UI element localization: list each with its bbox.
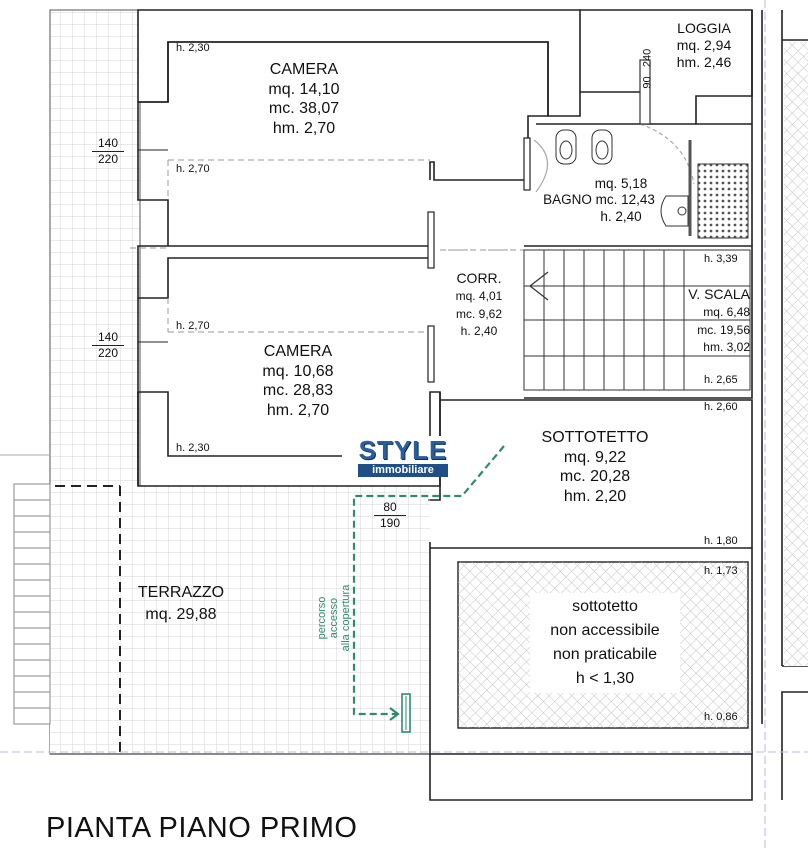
camera-1-volume: mc. 38,07 [268, 100, 340, 118]
camera-1-area: mq. 14,10 [268, 80, 340, 98]
window-1-height: 220 [97, 151, 119, 166]
camera-2-label: CAMERA mq. 10,68 mc. 28,83 hm. 2,70 [228, 342, 368, 420]
plan-title: PIANTA PIANO PRIMO [46, 812, 358, 844]
window-dimension-3: 80 190 [374, 500, 406, 530]
camera-2-name: CAMERA [263, 343, 333, 360]
right-hatched-strip [784, 42, 808, 666]
loggia-height: hm. 2,46 [676, 54, 732, 71]
window-3-height: 190 [379, 515, 401, 530]
height-marker: h. 2,70 [176, 163, 210, 175]
bagno-label: mq. 5,18 BAGNO mc. 12,43 h. 2,40 [534, 176, 664, 225]
style-immobiliare-logo: STYLE immobiliare [342, 435, 464, 477]
loggia-label: LOGGIA mq. 2,94 hm. 2,46 [664, 20, 744, 71]
height-marker: h. 2,30 [176, 42, 210, 54]
non-accessible-line1: sottotetto [572, 598, 638, 615]
tiled-terrace-area [49, 9, 430, 755]
logo-word: STYLE [358, 435, 448, 465]
window-dimension-4: 90 240 [641, 49, 654, 89]
left-railing [0, 454, 51, 725]
bagno-height: h. 2,40 [600, 208, 642, 224]
terrazzo-label: TERRAZZO mq. 29,88 [126, 582, 236, 627]
non-accessible-line3: non praticabile [552, 646, 658, 663]
terrazzo-name: TERRAZZO [137, 584, 225, 601]
camera-2-volume: mc. 28,83 [262, 382, 334, 400]
camera-1-height: hm. 2,70 [272, 119, 336, 137]
window-4-height: 240 [641, 48, 654, 68]
sottotetto-height: hm. 2,20 [563, 487, 627, 505]
logo-tagline: immobiliare [358, 464, 448, 477]
non-accessible-line2: non accessibile [550, 622, 660, 639]
vscala-height: hm. 3,02 [703, 340, 750, 355]
camera-2-height: hm. 2,70 [266, 401, 330, 419]
sottotetto-name: SOTTOTETTO [541, 429, 649, 446]
height-marker: h. 2,70 [176, 320, 210, 332]
dashed-lines [130, 159, 530, 333]
height-marker: h. 2,60 [704, 401, 738, 413]
corr-volume: mc. 9,62 [455, 306, 503, 321]
height-marker: h. 1,73 [704, 565, 738, 577]
window-dimension-1: 140 220 [92, 136, 124, 166]
path-label-line1: percorso accesso [316, 596, 340, 640]
window-4-width: 90 [641, 76, 654, 89]
roof-access-path [352, 445, 505, 733]
vscala-label: V. SCALA mq. 6,48 mc. 19,56 hm. 3,02 [680, 284, 750, 356]
height-marker: h. 2,30 [176, 442, 210, 454]
non-accessible-label: sottotetto non accessibile non praticabi… [530, 593, 680, 693]
camera-1-name: CAMERA [269, 61, 339, 78]
sottotetto-label: SOTTOTETTO mq. 9,22 mc. 20,28 hm. 2,20 [530, 428, 660, 506]
corr-label: CORR. mq. 4,01 mc. 9,62 h. 2,40 [446, 268, 512, 340]
terrazzo-area: mq. 29,88 [145, 606, 217, 624]
bathroom-fixtures [555, 129, 749, 239]
sottotetto-volume: mc. 20,28 [559, 468, 631, 486]
path-label-line2: alla copertura [340, 584, 352, 652]
roof-access-path-label: percorso accesso alla copertura [316, 578, 352, 658]
vscala-area: mq. 6,48 [703, 305, 750, 320]
loggia-name: LOGGIA [677, 20, 731, 36]
bagno-name-volume: BAGNO mc. 12,43 [543, 192, 655, 208]
height-marker: h. 1,80 [704, 535, 738, 547]
corr-name: CORR. [456, 270, 502, 286]
height-marker: h. 3,39 [704, 253, 738, 265]
window-3-width: 80 [374, 500, 406, 516]
staircase [523, 249, 751, 391]
vscala-volume: mc. 19,56 [697, 322, 750, 337]
height-marker: h. 2,65 [704, 374, 738, 386]
loggia-area: mq. 2,94 [676, 37, 732, 54]
door-details [427, 59, 695, 383]
corr-area: mq. 4,01 [455, 289, 503, 304]
bagno-area: mq. 5,18 [594, 176, 648, 191]
camera-1-label: CAMERA mq. 14,10 mc. 38,07 hm. 2,70 [234, 60, 374, 138]
window-2-width: 140 [92, 330, 124, 346]
camera-2-area: mq. 10,68 [262, 362, 334, 380]
window-marks [138, 149, 440, 501]
height-marker: h. 0,86 [704, 711, 738, 723]
terrace-dashed-limit [55, 485, 121, 754]
window-dimension-2: 140 220 [92, 330, 124, 360]
sottotetto-area: mq. 9,22 [563, 448, 627, 466]
corr-height: h. 2,40 [460, 324, 498, 339]
window-1-width: 140 [92, 136, 124, 152]
window-2-height: 220 [97, 345, 119, 360]
vscala-name: V. SCALA [688, 286, 750, 302]
non-accessible-line4: h < 1,30 [575, 670, 635, 687]
